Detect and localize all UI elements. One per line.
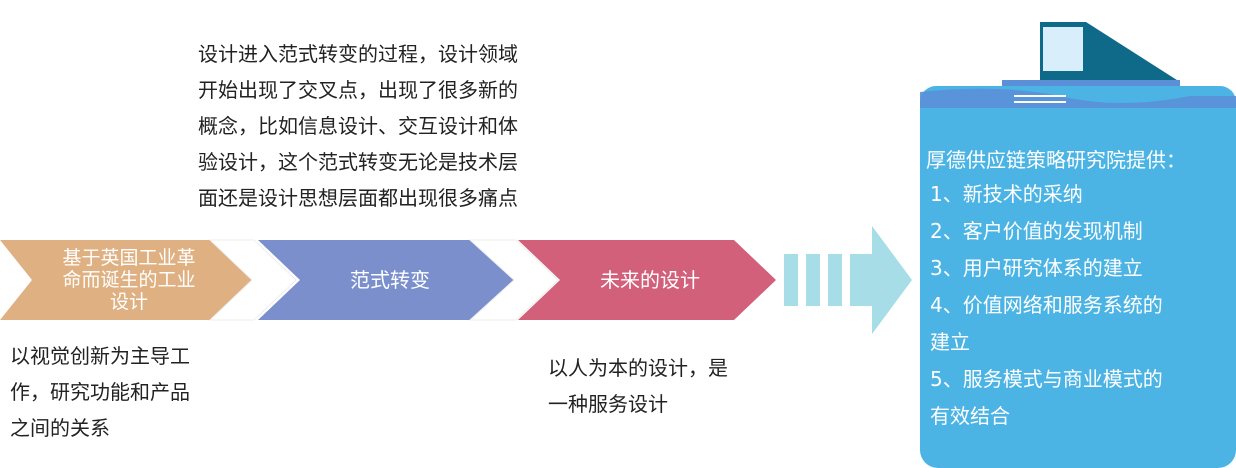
- stage-1-chevron: [0, 240, 252, 320]
- panel-item: 3、用户研究体系的建立: [930, 256, 1143, 280]
- stage-1-label: 基于英国工业革 命而诞生的工业 设计: [62, 247, 196, 313]
- separator-1: [208, 239, 297, 321]
- document-page-icon: [1041, 25, 1085, 73]
- panel-list: 1、新技术的采纳 2、客户价值的发现机制 3、用户研究体系的建立 4、价值网络和…: [930, 176, 1230, 435]
- panel-title: 厚德供应链策略研究院提供：: [926, 148, 1186, 172]
- stage-2-label: 范式转变: [350, 268, 430, 292]
- info-panel: [920, 86, 1236, 468]
- separator-2: [468, 239, 559, 321]
- arrow-dash-1: [784, 254, 798, 306]
- stage-3-label: 未来的设计: [600, 268, 700, 292]
- panel-item: 1、新技术的采纳: [930, 182, 1083, 206]
- top-description: 设计进入范式转变的过程，设计领域 开始出现了交叉点，出现了很多新的 概念，比如信…: [198, 42, 518, 210]
- arrow-head: [850, 226, 912, 334]
- stage-3-chevron: [518, 240, 776, 320]
- middle-description: 以人为本的设计，是 一种服务设计: [548, 356, 728, 416]
- panel-item: 2、客户价值的发现机制: [930, 219, 1143, 243]
- stage-2-chevron: [258, 240, 514, 320]
- arrow-dash-2: [806, 254, 820, 306]
- left-description: 以视觉创新为主导工 作，研究功能和产品 之间的关系: [10, 344, 190, 440]
- panel-item: 5、服务模式与商业模式的 有效结合: [930, 367, 1163, 428]
- arrow-dash-3: [828, 254, 842, 306]
- panel-item: 4、价值网络和服务系统的 建立: [930, 293, 1163, 354]
